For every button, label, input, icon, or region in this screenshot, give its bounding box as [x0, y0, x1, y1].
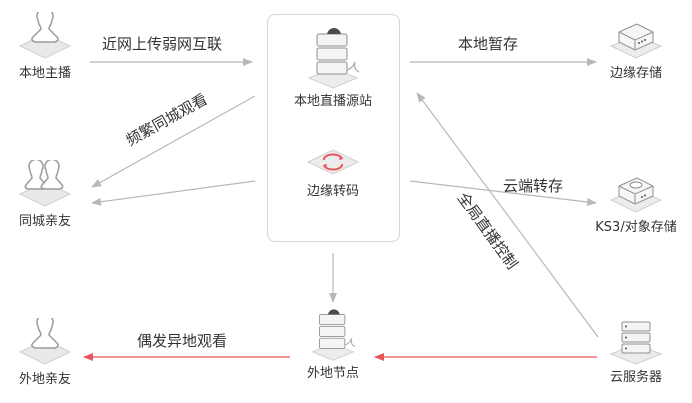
node-cloud-server-label: 云服务器 [609, 370, 662, 385]
person-icon [18, 12, 72, 59]
node-edge-storage-label: 边缘存储 [609, 66, 662, 81]
server-stack-icon [311, 309, 356, 361]
node-cloud-server: 云服务器 [596, 312, 676, 385]
node-remote-friends-label: 外地亲友 [18, 372, 71, 387]
node-same-city-label: 同城亲友 [18, 214, 71, 229]
node-transcode-label: 边缘转码 [306, 184, 359, 199]
edge-cloud-storage [409, 180, 597, 206]
node-same-city: 同城亲友 [8, 160, 82, 229]
edge-label-cloud-storage: 云端转存 [503, 177, 564, 195]
node-ks3-storage: KS3/对象存储 [582, 168, 690, 235]
node-origin-label: 本地直播源站 [293, 94, 372, 109]
person-icon [18, 318, 72, 365]
node-remote-node-label: 外地节点 [306, 366, 359, 381]
edge-label-nearby-upload: 近网上传弱网互联 [102, 35, 223, 53]
node-local-host-label: 本地主播 [18, 66, 71, 81]
node-remote-friends: 外地亲友 [8, 318, 82, 387]
node-local-host: 本地主播 [8, 12, 82, 81]
node-remote-node: 外地节点 [283, 306, 383, 381]
people-icon [18, 160, 72, 207]
edge-label-local-temp-store: 本地暂存 [458, 35, 519, 53]
node-edge-storage: 边缘存储 [596, 14, 676, 81]
server-stack-icon [307, 28, 360, 89]
node-ks3-storage-label: KS3/对象存储 [595, 220, 677, 235]
transcode-icon [306, 149, 360, 175]
edge-global-control [416, 92, 599, 338]
storage-icon [609, 23, 663, 59]
disk-storage-icon [609, 177, 663, 213]
edge-origin-to-friends [91, 180, 256, 206]
server-rack-icon [609, 321, 663, 365]
edge-same-city-watch [91, 95, 256, 188]
node-transcode: 边缘转码 [283, 144, 383, 199]
node-origin: 本地直播源站 [283, 24, 383, 109]
edge-label-remote-watch: 偶发异地观看 [137, 332, 228, 350]
